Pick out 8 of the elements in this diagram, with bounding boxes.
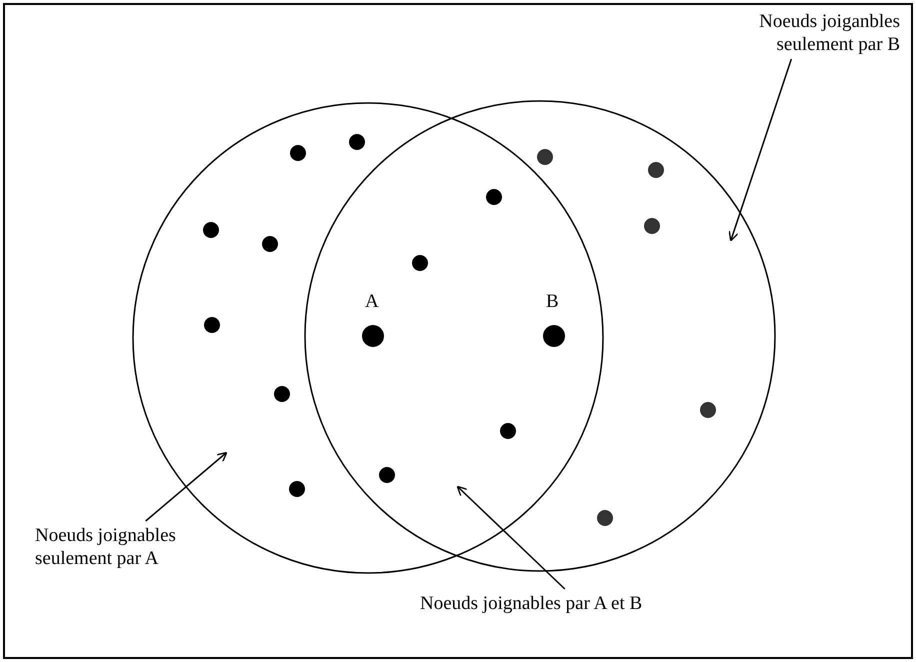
point-label: A (365, 290, 379, 313)
leader-arrow (145, 452, 228, 522)
annotation-text: Noeuds joignables par A et B (420, 592, 740, 615)
leader-arrow (728, 58, 792, 242)
annotation-text: Noeuds joiganbles seulement par B (700, 10, 900, 56)
leader-arrow (456, 486, 566, 590)
annotation-text: Noeuds joignables seulement par A (35, 524, 195, 570)
point-label: B (546, 290, 559, 313)
